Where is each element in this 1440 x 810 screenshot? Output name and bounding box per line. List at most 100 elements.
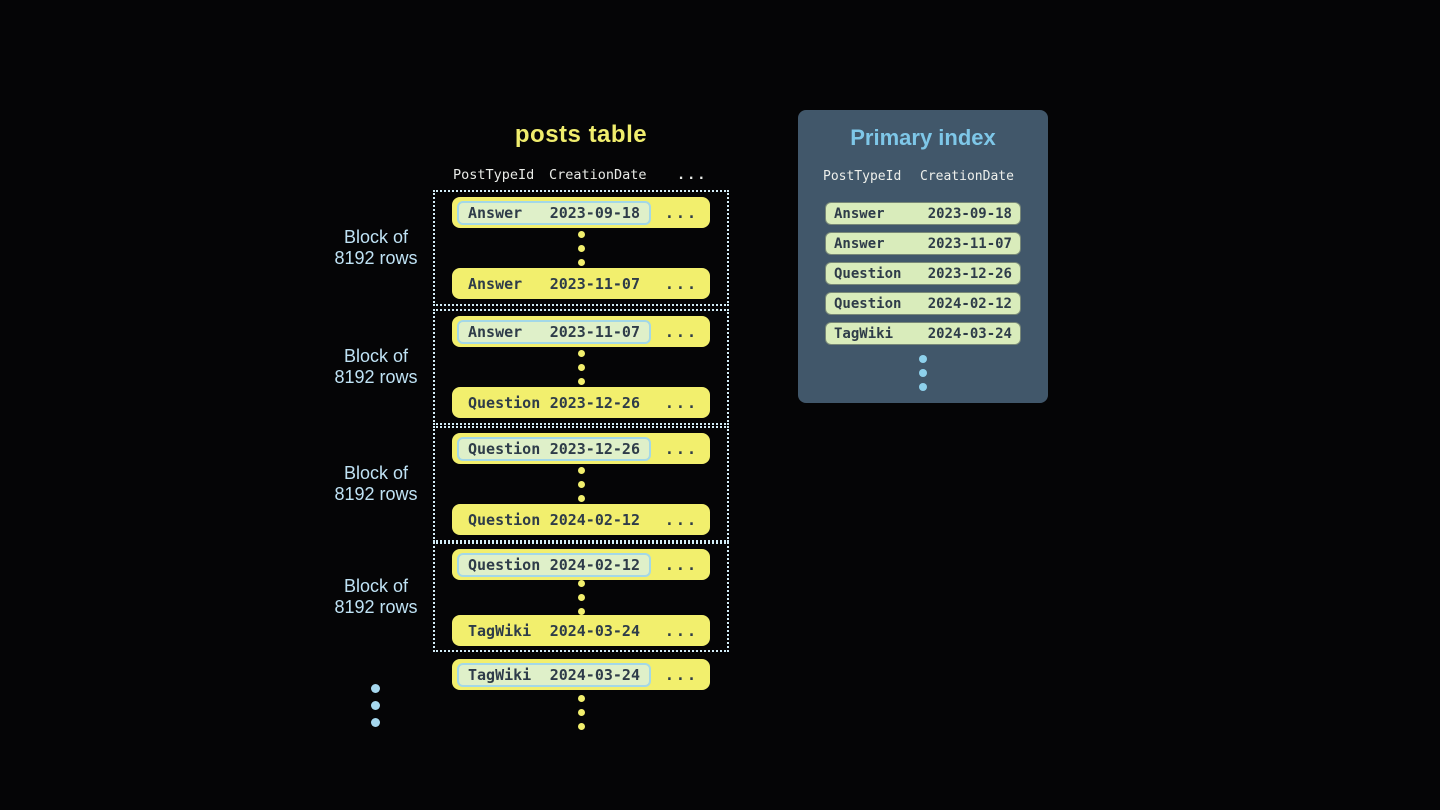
row-ellipsis: ...	[664, 393, 698, 412]
block-3-label: Block of 8192 rows	[296, 426, 456, 542]
dot	[577, 363, 585, 371]
dot	[577, 580, 585, 587]
cell-posttypeid: Answer	[834, 235, 885, 252]
cell-creationdate: 2023-09-18	[549, 203, 640, 222]
block-label-line1: Block of	[343, 226, 409, 247]
dot	[577, 244, 585, 252]
index-mark-highlight: Answer 2023-09-18	[457, 200, 651, 225]
row-values: Question 2023-12-26	[457, 391, 651, 415]
dot	[577, 480, 585, 488]
dot	[371, 684, 380, 693]
cell-creationdate: 2024-02-12	[927, 295, 1012, 312]
block-label-line2: 8192 rows	[334, 484, 418, 504]
column-header-posttypeid: PostTypeId	[823, 169, 902, 184]
dot	[577, 608, 585, 615]
index-row: Question 2024-02-12	[825, 292, 1021, 315]
row-ellipsis: ...	[664, 274, 698, 293]
row-block-4: Question 2024-02-12 ... TagWiki 2024-03-…	[433, 542, 729, 652]
cell-creationdate: 2024-03-24	[549, 621, 640, 640]
cell-posttypeid: Question	[468, 555, 541, 574]
block-label-line1: Block of	[343, 345, 409, 366]
primary-index-title: Primary index	[850, 125, 996, 150]
blocks-continue-ellipsis-icon	[371, 684, 380, 727]
row-ellipsis: ...	[664, 322, 698, 341]
dot	[371, 718, 380, 727]
block-2-label: Block of 8192 rows	[296, 309, 456, 425]
dot	[577, 466, 585, 474]
dot	[371, 701, 380, 710]
dot	[578, 723, 585, 730]
vertical-ellipsis-icon	[577, 580, 585, 615]
vertical-ellipsis-icon	[577, 349, 585, 385]
dot	[577, 230, 585, 238]
cell-creationdate: 2024-02-12	[549, 510, 640, 529]
dot	[919, 355, 927, 363]
cell-posttypeid: Answer	[468, 274, 523, 293]
row-ellipsis: ...	[664, 510, 698, 529]
block-label-line2: 8192 rows	[334, 248, 418, 268]
column-header-posttypeid: PostTypeId	[453, 167, 535, 183]
index-mark-highlight: TagWiki 2024-03-24	[457, 662, 651, 687]
table-continues-ellipsis-icon	[578, 695, 585, 730]
cell-creationdate: 2023-12-26	[549, 439, 640, 458]
table-row-first: Question 2023-12-26 ...	[452, 433, 710, 464]
dot	[577, 349, 585, 357]
cell-posttypeid: TagWiki	[834, 325, 894, 342]
row-block-1: Answer 2023-09-18 ... Answer 2023-11-07 …	[433, 190, 729, 306]
primary-index-panel: Primary index PostTypeId CreationDate An…	[798, 110, 1048, 403]
block-1-label: Block of 8192 rows	[296, 190, 456, 306]
cell-creationdate: 2023-12-26	[549, 393, 640, 412]
cell-creationdate: 2023-11-07	[549, 274, 640, 293]
dot	[577, 594, 585, 601]
block-label-line1: Block of	[343, 575, 409, 596]
vertical-ellipsis-icon	[577, 230, 585, 266]
cell-creationdate: 2023-09-18	[927, 205, 1012, 222]
cell-creationdate: 2024-03-24	[549, 665, 640, 684]
row-ellipsis: ...	[664, 203, 698, 222]
cell-creationdate: 2024-02-12	[549, 555, 640, 574]
row-block-3: Question 2023-12-26 ... Question 2024-02…	[433, 426, 729, 542]
table-row-last: TagWiki 2024-03-24 ...	[452, 615, 710, 646]
table-row-last: Question 2023-12-26 ...	[452, 387, 710, 418]
row-block-2: Answer 2023-11-07 ... Question 2023-12-2…	[433, 309, 729, 425]
index-row: Answer 2023-11-07	[825, 232, 1021, 255]
row-values: TagWiki 2024-03-24	[457, 619, 651, 643]
index-row: Question 2023-12-26	[825, 262, 1021, 285]
cell-posttypeid: Question	[468, 439, 541, 458]
dot	[577, 494, 585, 502]
dot	[578, 695, 585, 702]
block-label-line2: 8192 rows	[334, 597, 418, 617]
row-ellipsis: ...	[664, 439, 698, 458]
dot	[577, 377, 585, 385]
cell-posttypeid: TagWiki	[468, 621, 532, 640]
cell-creationdate: 2023-12-26	[927, 265, 1012, 282]
row-ellipsis: ...	[664, 665, 698, 684]
primary-index-rows: Answer 2023-09-18 Answer 2023-11-07 Ques…	[825, 202, 1021, 352]
cell-posttypeid: Answer	[468, 322, 523, 341]
index-row: TagWiki 2024-03-24	[825, 322, 1021, 345]
table-row-last: Answer 2023-11-07 ...	[452, 268, 710, 299]
index-mark-highlight: Question 2024-02-12	[457, 552, 651, 577]
row-values: Answer 2023-11-07	[457, 272, 651, 296]
column-header-creationdate: CreationDate	[549, 167, 647, 183]
column-header-creationdate: CreationDate	[920, 169, 1014, 184]
index-mark-highlight: Answer 2023-11-07	[457, 319, 651, 344]
cell-posttypeid: Answer	[468, 203, 523, 222]
row-values: Question 2024-02-12	[457, 508, 651, 532]
index-mark-highlight: Question 2023-12-26	[457, 436, 651, 461]
primary-index-column-headers: PostTypeId CreationDate	[798, 169, 1048, 185]
cell-creationdate: 2023-11-07	[927, 235, 1012, 252]
block-label-line2: 8192 rows	[334, 367, 418, 387]
cell-posttypeid: Question	[468, 510, 541, 529]
block-label-line1: Block of	[343, 462, 409, 483]
cell-posttypeid: TagWiki	[468, 665, 532, 684]
cell-posttypeid: Answer	[834, 205, 885, 222]
column-header-more: ...	[677, 167, 708, 183]
cell-creationdate: 2023-11-07	[549, 322, 640, 341]
cell-posttypeid: Question	[834, 295, 902, 312]
index-row: Answer 2023-09-18	[825, 202, 1021, 225]
table-row-first: Answer 2023-09-18 ...	[452, 197, 710, 228]
table-row-overflow: TagWiki 2024-03-24 ...	[452, 659, 710, 690]
table-row-first: Question 2024-02-12 ...	[452, 549, 710, 580]
